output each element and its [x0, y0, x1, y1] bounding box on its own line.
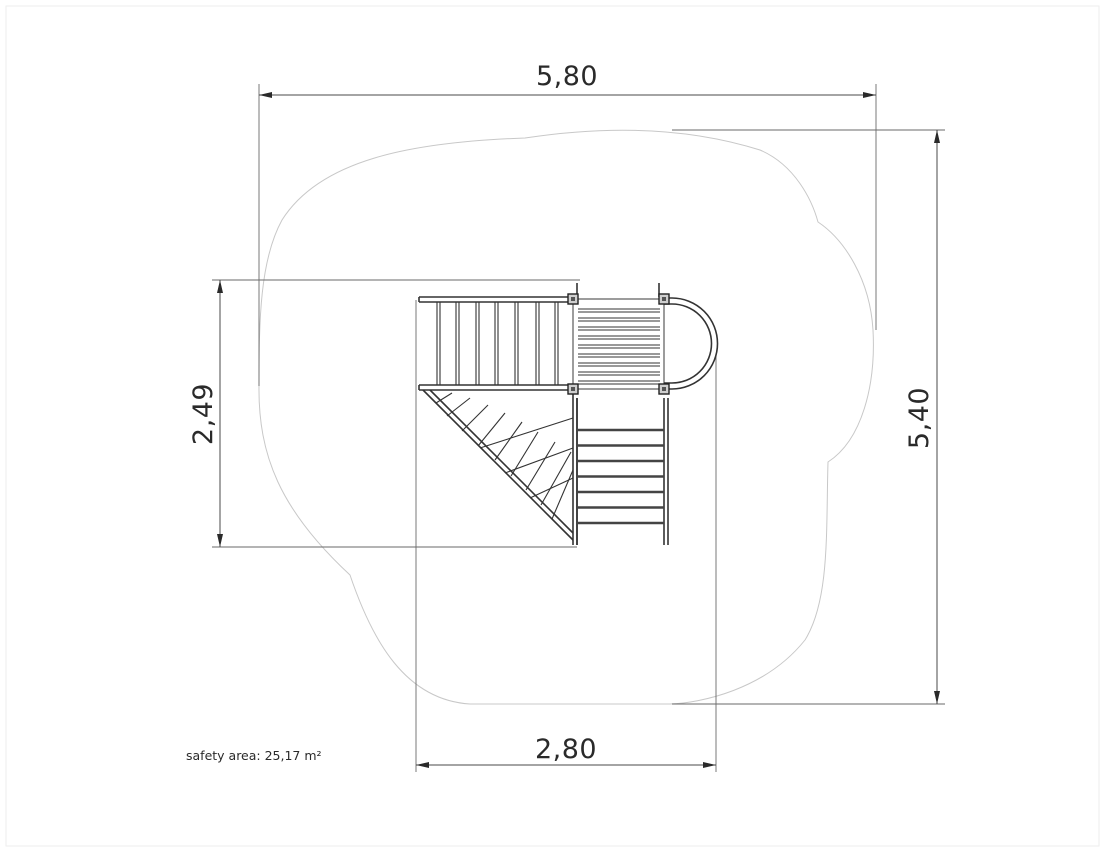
diagonal-crossbar	[479, 417, 574, 449]
corner-posts	[567, 293, 670, 395]
drawing-frame	[5, 5, 1100, 847]
diagonal-rung	[446, 397, 471, 417]
dimension-label-structure-depth: 2,49	[188, 383, 219, 445]
diagonal-crossbar	[504, 447, 574, 474]
diagonal-rung	[461, 404, 489, 432]
diagonal-rung	[540, 451, 572, 506]
horizontal-ladder	[418, 296, 573, 391]
safety-area-outline	[258, 129, 874, 705]
diagonal-crossbar	[529, 477, 574, 499]
access-ladder	[576, 398, 669, 545]
platform-deck	[572, 298, 665, 390]
curved-rail	[664, 297, 719, 390]
dimension-total-depth: 5,40	[672, 129, 945, 705]
dimension-structure-width: 2,80	[415, 300, 717, 772]
diagonal-rung	[494, 421, 523, 461]
diagonal-rung	[551, 469, 574, 520]
play-structure	[418, 283, 719, 545]
diagonal-climbing-ladder	[422, 389, 578, 545]
diagonal-rung	[435, 392, 453, 404]
dimension-label-total-width: 5,80	[536, 61, 598, 92]
diagonal-rung	[525, 441, 556, 491]
dimension-label-structure-width: 2,80	[535, 734, 597, 765]
dimension-structure-depth: 2,49	[188, 279, 580, 548]
dimension-total-width: 5,80	[258, 61, 877, 386]
dimension-label-total-depth: 5,40	[904, 387, 935, 449]
diagonal-rung	[477, 412, 506, 447]
safety-area-note: safety area: 25,17 m²	[186, 748, 322, 763]
